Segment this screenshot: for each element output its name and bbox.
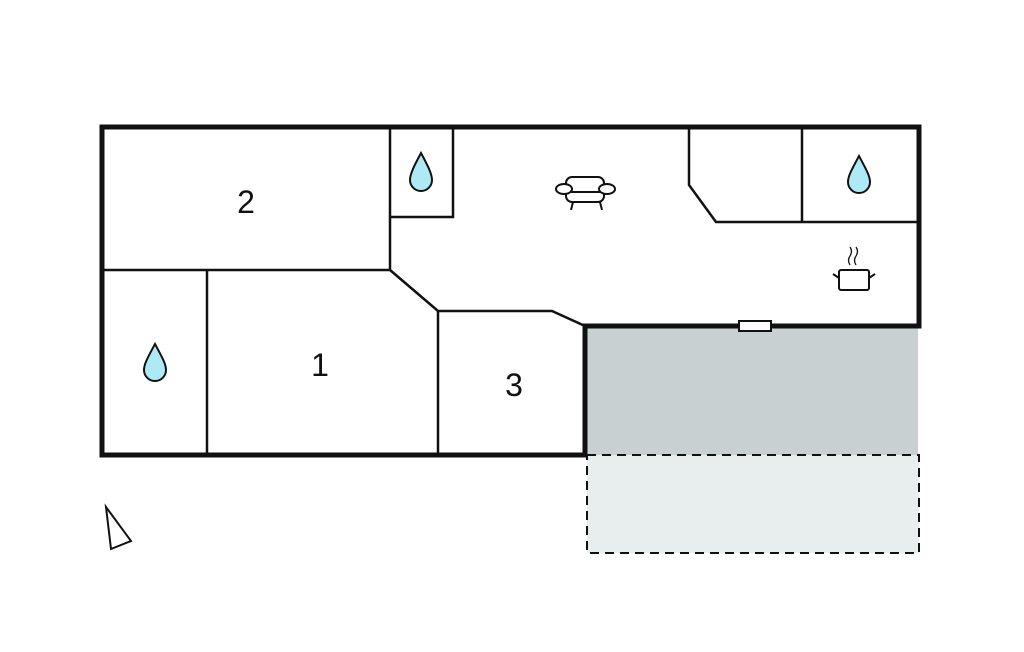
open-terrace <box>586 454 920 554</box>
room-label-1: 1 <box>311 347 329 383</box>
water-drop-icon <box>142 341 168 382</box>
water-drop-icon <box>408 150 434 192</box>
room-label-3: 3 <box>505 367 523 403</box>
sofa-icon <box>555 176 616 211</box>
north-arrow-icon <box>104 503 133 551</box>
room-label-2: 2 <box>237 184 255 220</box>
cooking-pot-icon <box>832 246 876 291</box>
water-drop-icon <box>846 153 872 194</box>
interior-walls <box>102 127 919 455</box>
window <box>738 320 772 332</box>
covered-terrace <box>587 328 918 455</box>
